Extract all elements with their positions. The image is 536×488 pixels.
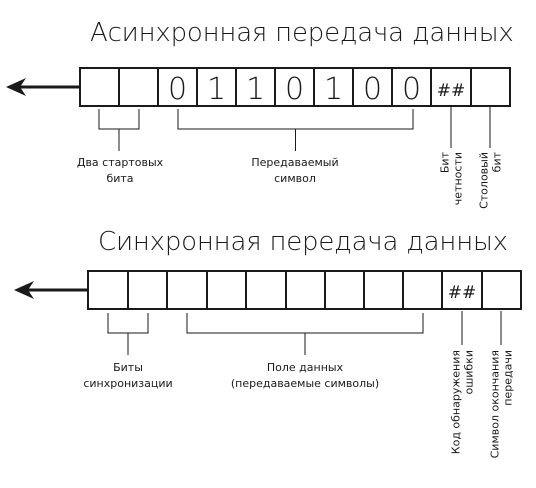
sync-error-code-label: ошибки	[462, 350, 475, 395]
async-bit-digit: 1	[246, 72, 265, 107]
sync-end-symbol-label: передачи	[501, 350, 514, 406]
sync-frame-cell	[402, 270, 443, 310]
async-bit-digit: 0	[363, 72, 382, 107]
sync-frame-cell	[324, 270, 365, 310]
async-data-bracket	[177, 109, 414, 151]
sync-data-field-label: Поле данных	[267, 361, 344, 374]
sync-sync-bits-bracket	[107, 313, 149, 355]
async-start-bits-label: Два стартовых	[77, 156, 164, 169]
sync-end-symbol-label: Символ окончания	[488, 350, 501, 458]
sync-frame-cell	[481, 270, 522, 310]
sync-frame-cell	[166, 270, 208, 310]
async-title: Асинхронная передача данных	[90, 18, 514, 48]
sync-title: Синхронная передача данных	[98, 227, 508, 257]
sync-bits-label: синхронизации	[83, 377, 172, 390]
async-data-symbol-label: символ	[274, 172, 316, 185]
sync-error-code-label: Код обнаружения	[449, 350, 462, 454]
sync-error-symbol: ##	[448, 283, 477, 303]
sync-arrow-head	[14, 281, 34, 299]
sync-data-field-label: (передаваемые символы)	[231, 377, 379, 390]
async-start-bits-bracket	[98, 109, 140, 151]
async-bit-digit: 0	[402, 72, 421, 107]
async-bit-digit: 0	[168, 72, 187, 107]
sync-bits-label: Биты	[113, 361, 143, 374]
async-parity-label: Бит	[438, 151, 451, 173]
sync-frame-cell	[127, 270, 168, 310]
async-parity-symbol: ##	[437, 81, 466, 101]
async-bit-digit: 1	[324, 72, 343, 107]
sync-data-bracket	[186, 313, 424, 355]
async-start-bits-label: бита	[106, 172, 133, 185]
async-frame-cell	[470, 67, 511, 107]
async-data-symbol-label: Передаваемый	[251, 156, 338, 169]
sync-frame-cell	[285, 270, 326, 310]
async-bit-digit: 0	[285, 72, 304, 107]
async-frame-cell	[118, 67, 159, 107]
sync-frame-cell	[206, 270, 247, 310]
async-stop-label: бит	[490, 151, 503, 172]
async-parity-label: четности	[451, 152, 464, 205]
async-arrow-head	[6, 78, 26, 96]
async-frame-cell	[79, 67, 120, 107]
sync-frame-cell	[245, 270, 287, 310]
sync-frame-cell	[363, 270, 404, 310]
async-bit-digit: 1	[207, 72, 226, 107]
sync-frame-cell	[87, 270, 129, 310]
async-stop-label: Столовый	[477, 152, 490, 209]
